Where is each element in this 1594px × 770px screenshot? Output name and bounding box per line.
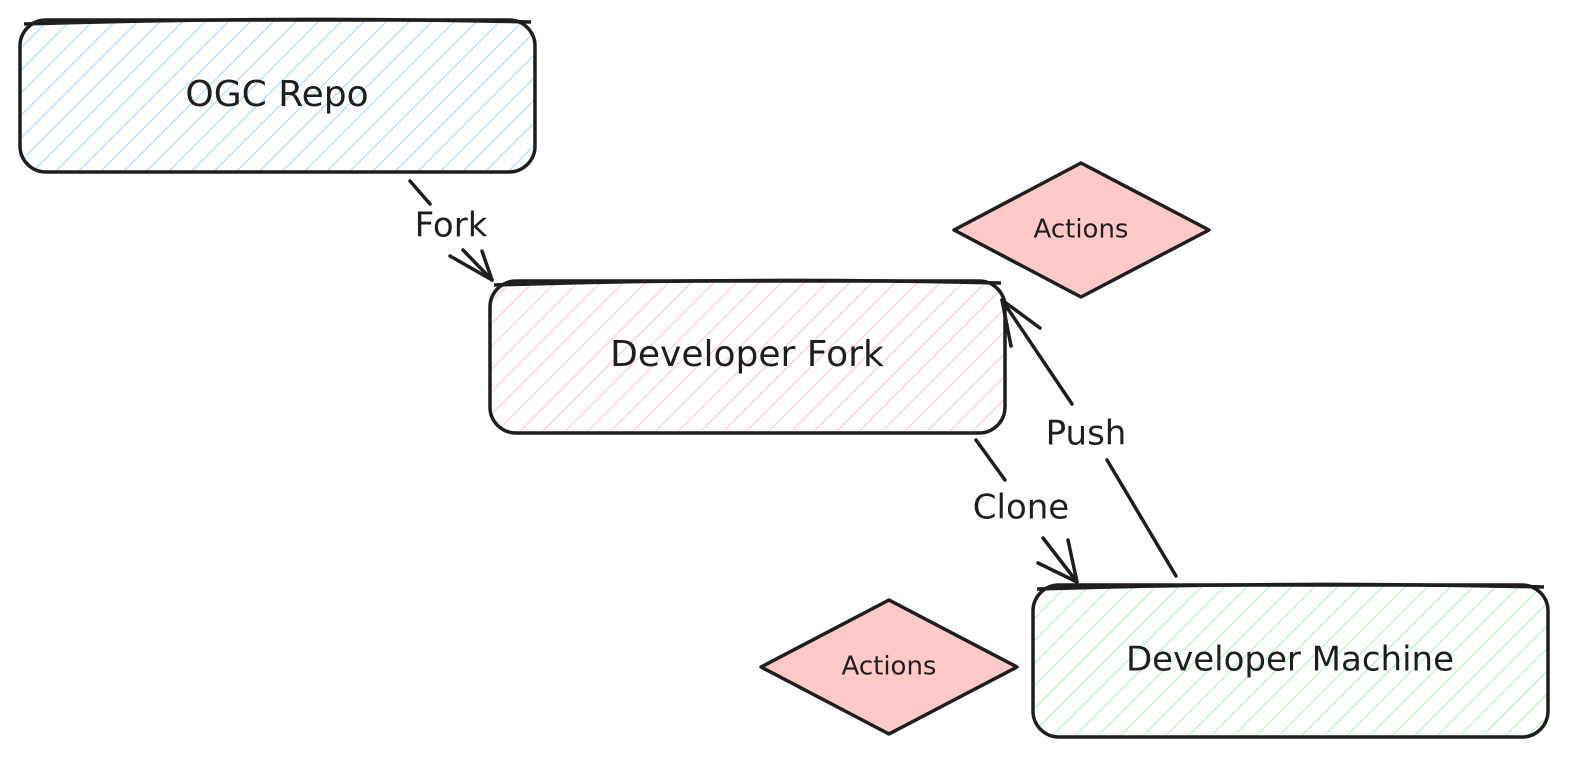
actions-diamond-machine-label: Actions bbox=[842, 652, 937, 682]
actions-diamond-machine-shape bbox=[759, 598, 1019, 736]
actions-diamond-fork-label: Actions bbox=[1034, 215, 1129, 245]
push-arrowhead bbox=[1000, 298, 1042, 348]
push-arrow[interactable]: Push bbox=[1000, 298, 1178, 578]
ogc-repo-node[interactable]: OGC Repo bbox=[18, 17, 537, 174]
fork-edge-label: Fork bbox=[415, 206, 488, 246]
fork-arrow-line-upper bbox=[408, 179, 432, 206]
push-edge-label: Push bbox=[1046, 414, 1127, 454]
clone-arrowhead bbox=[1036, 538, 1079, 584]
clone-arrow-line-lower bbox=[1041, 536, 1079, 584]
fork-arrowhead bbox=[448, 249, 494, 282]
push-arrow-line-upper bbox=[1000, 298, 1074, 406]
developer-machine-sketch-stroke bbox=[1036, 582, 1545, 591]
actions-diamond-fork[interactable]: Actions bbox=[952, 161, 1211, 299]
clone-arrow-line-upper bbox=[974, 438, 1007, 482]
developer-fork-label: Developer Fork bbox=[610, 334, 884, 375]
developer-fork-hatch-fill bbox=[490, 281, 1005, 433]
developer-machine-label: Developer Machine bbox=[1126, 640, 1454, 680]
ogc-repo-hatch-fill bbox=[20, 20, 535, 172]
fork-arrow-line-lower bbox=[461, 248, 494, 282]
developer-fork-node[interactable]: Developer Fork bbox=[488, 278, 1007, 435]
developer-machine-node[interactable]: Developer Machine bbox=[1031, 582, 1550, 739]
clone-edge-label: Clone bbox=[973, 488, 1069, 528]
ogc-repo-sketch-stroke bbox=[23, 17, 532, 26]
developer-fork-sketch-stroke bbox=[493, 278, 1002, 287]
developer-machine-hatch-fill bbox=[1033, 585, 1548, 737]
push-arrow-line-lower bbox=[1105, 458, 1178, 578]
clone-arrow[interactable]: Clone bbox=[973, 438, 1079, 584]
actions-diamond-machine[interactable]: Actions bbox=[759, 598, 1019, 736]
fork-arrow[interactable]: Fork bbox=[408, 179, 494, 282]
actions-diamond-fork-shape bbox=[952, 161, 1211, 299]
ogc-repo-label: OGC Repo bbox=[185, 74, 368, 115]
